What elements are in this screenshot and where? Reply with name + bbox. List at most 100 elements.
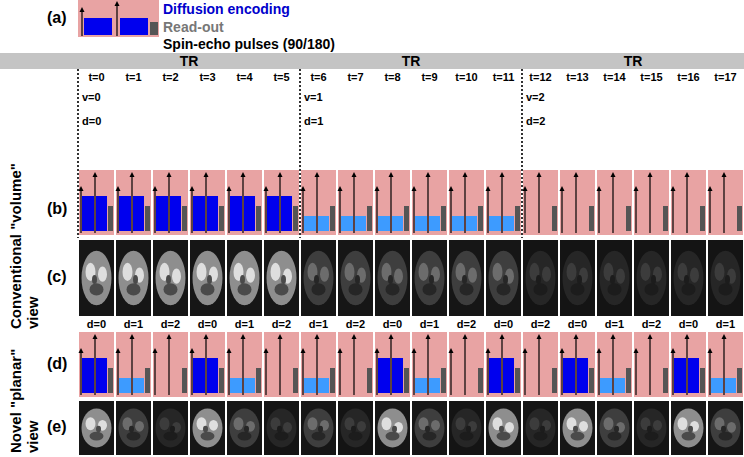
sequence-panel bbox=[153, 170, 188, 235]
mri-anatomy bbox=[637, 409, 667, 448]
mri-anatomy bbox=[604, 417, 614, 430]
readout-block bbox=[552, 206, 557, 231]
mri-anatomy bbox=[415, 251, 445, 306]
diffusion-gradient bbox=[244, 378, 255, 393]
mri-anatomy bbox=[382, 417, 392, 430]
pulse-arrow bbox=[205, 176, 206, 233]
pulse-arrowhead bbox=[338, 348, 343, 353]
pulse-arrow bbox=[501, 176, 502, 233]
mri-anatomy bbox=[600, 251, 630, 306]
legend-text: Diffusion encoding bbox=[163, 1, 290, 17]
pulse-arrowhead bbox=[537, 172, 542, 177]
diffusion-gradient bbox=[120, 18, 148, 35]
pulse-arrow bbox=[723, 338, 724, 395]
diffusion-gradient bbox=[96, 196, 107, 231]
tr-boundary bbox=[77, 69, 79, 238]
pulse-arrow bbox=[575, 176, 576, 233]
tr-boundary bbox=[521, 69, 523, 238]
mri-anatomy bbox=[246, 268, 255, 283]
view-title: Novel "planar" view bbox=[7, 333, 41, 453]
pulse-arrowhead bbox=[301, 186, 306, 191]
mri-anatomy bbox=[86, 417, 96, 430]
mri-anatomy bbox=[608, 283, 622, 295]
sequence-panel bbox=[190, 332, 225, 397]
mri-anatomy bbox=[503, 275, 508, 284]
pulse-arrowhead bbox=[523, 348, 528, 353]
mri-anatomy bbox=[725, 275, 730, 284]
readout-block bbox=[737, 206, 742, 231]
mri-image bbox=[449, 240, 484, 316]
pulse-arrowhead bbox=[338, 186, 343, 191]
pulse-arrowhead bbox=[722, 334, 727, 339]
mri-anatomy bbox=[711, 251, 741, 306]
pulse-arrow bbox=[376, 352, 377, 395]
mri-image bbox=[301, 401, 336, 455]
mri-image bbox=[412, 401, 447, 455]
readout-block bbox=[737, 368, 742, 393]
pulse-arrow bbox=[316, 176, 317, 233]
diffusion-gradient bbox=[452, 216, 464, 231]
legend-text: Read-out bbox=[163, 19, 224, 35]
diffusion-gradient bbox=[230, 196, 242, 231]
mri-anatomy bbox=[719, 432, 733, 441]
sequence-panel bbox=[597, 332, 632, 397]
sequence-panel bbox=[486, 170, 521, 235]
mri-anatomy bbox=[170, 426, 175, 432]
pulse-arrowhead bbox=[79, 348, 84, 353]
pulse-arrow bbox=[117, 352, 118, 395]
readout-block bbox=[108, 206, 113, 231]
pulse-arrowhead bbox=[611, 172, 616, 177]
pulse-arrow bbox=[413, 352, 414, 395]
mri-image bbox=[597, 401, 632, 455]
diffusion-gradient bbox=[577, 358, 588, 393]
mri-anatomy bbox=[267, 251, 297, 306]
direction-label: d=2 bbox=[263, 318, 300, 331]
sequence-panel bbox=[116, 332, 151, 397]
mri-anatomy bbox=[230, 251, 260, 306]
pulse-arrow bbox=[686, 338, 687, 395]
pulse-arrowhead bbox=[389, 172, 394, 177]
sequence-panel bbox=[560, 170, 595, 235]
sequence-panel bbox=[449, 332, 484, 397]
pulse-arrowhead bbox=[463, 334, 468, 339]
pulse-arrow bbox=[561, 190, 562, 233]
mri-image bbox=[79, 401, 114, 455]
mri-anatomy bbox=[201, 432, 215, 441]
mri-anatomy bbox=[240, 275, 245, 284]
pulse-arrow bbox=[94, 176, 95, 233]
readout-block bbox=[182, 206, 187, 231]
sequence-panel bbox=[227, 332, 262, 397]
diffusion-gradient bbox=[170, 196, 181, 231]
pulse-arrow bbox=[538, 338, 539, 395]
mri-anatomy bbox=[119, 409, 149, 448]
pulse-arrow bbox=[228, 352, 229, 395]
mri-anatomy bbox=[452, 409, 482, 448]
pulse-arrow bbox=[131, 338, 132, 395]
mri-anatomy bbox=[197, 263, 207, 281]
mri-anatomy bbox=[238, 283, 252, 295]
mri-anatomy bbox=[341, 409, 371, 448]
pulse-arrowhead bbox=[116, 348, 121, 353]
pulse-arrowhead bbox=[190, 186, 195, 191]
mri-anatomy bbox=[207, 275, 212, 284]
index-label: d=1 bbox=[304, 115, 323, 128]
pulse-arrow bbox=[427, 176, 428, 233]
sequence-panel bbox=[708, 332, 743, 397]
pulse-arrowhead bbox=[597, 348, 602, 353]
panel-letter: (c) bbox=[47, 268, 67, 286]
time-label: t=8 bbox=[374, 71, 411, 84]
mri-anatomy bbox=[536, 275, 541, 284]
mri-anatomy bbox=[460, 432, 474, 441]
pulse-arrow bbox=[80, 190, 81, 233]
pulse-arrowhead bbox=[523, 186, 528, 191]
mri-image bbox=[153, 240, 188, 316]
mri-anatomy bbox=[351, 426, 356, 432]
sequence-panel bbox=[264, 332, 299, 397]
mri-image bbox=[264, 401, 299, 455]
sequence-panel bbox=[338, 170, 373, 235]
diffusion-gradient bbox=[503, 358, 514, 393]
readout-block bbox=[552, 368, 557, 393]
readout-block bbox=[441, 206, 446, 231]
pulse-arrowhead bbox=[500, 172, 505, 177]
pulse-arrow bbox=[191, 190, 192, 233]
